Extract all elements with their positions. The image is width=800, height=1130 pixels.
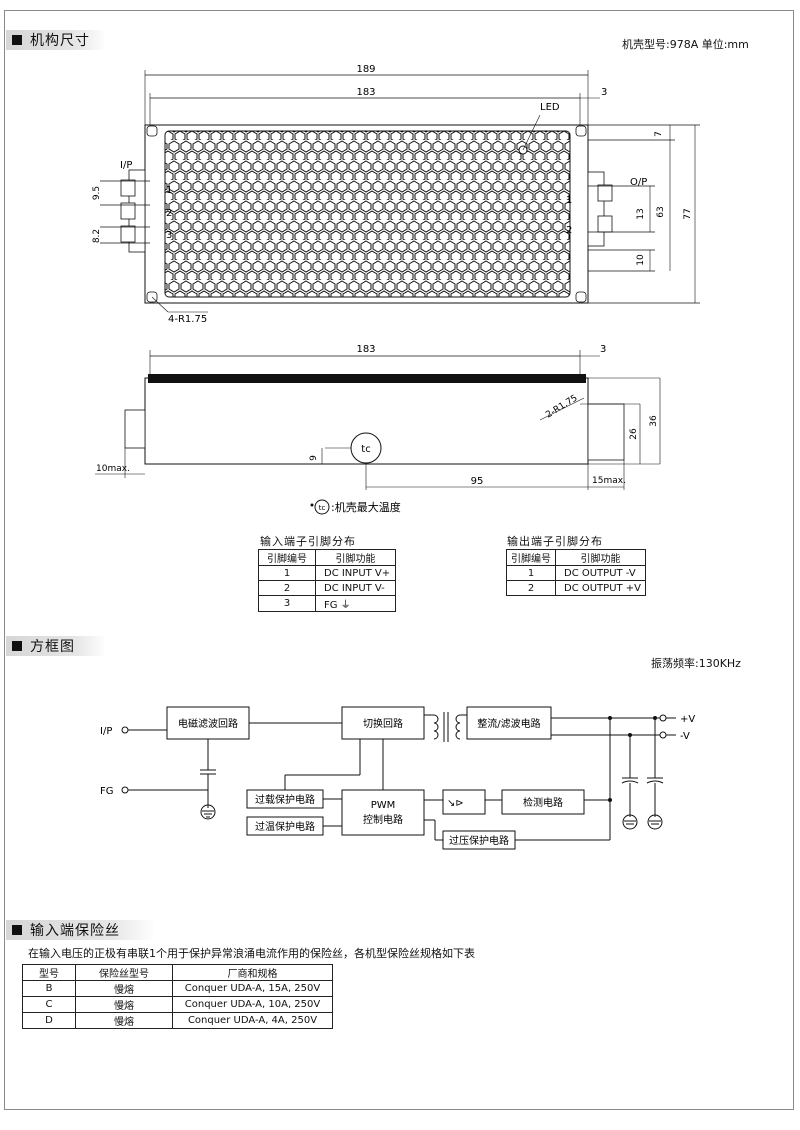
svg-text:切换回路: 切换回路 bbox=[363, 717, 403, 730]
input-table-title: 输入端子引脚分布 bbox=[260, 535, 356, 548]
pin1-label: 1 bbox=[166, 185, 172, 196]
fuse-note: 在输入电压的正极有串联1个用于保护异常浪涌电流作用的保险丝，各机型保险丝规格如下… bbox=[28, 947, 475, 960]
svg-text:控制电路: 控制电路 bbox=[363, 813, 403, 826]
dim-10-label: 10 bbox=[636, 254, 646, 266]
svg-text:检测电路: 检测电路 bbox=[523, 796, 563, 809]
block-fg-label: FG bbox=[100, 786, 114, 797]
svg-text:PWM: PWM bbox=[371, 800, 396, 811]
section-mechanical-title: 机构尺寸 bbox=[30, 33, 90, 49]
section-fuse-title: 输入端保险丝 bbox=[30, 923, 120, 939]
mounting-holes bbox=[146, 125, 587, 303]
output-table-title: 输出端子引脚分布 bbox=[507, 535, 603, 548]
op-label: O/P bbox=[630, 177, 647, 188]
ground-icon bbox=[200, 804, 216, 820]
hole-label: 4-R1.75 bbox=[168, 314, 207, 325]
dim-8-2-label: 8.2 bbox=[92, 229, 102, 243]
vminus-label: -V bbox=[680, 731, 690, 742]
section-mechanical-header: 机构尺寸 bbox=[6, 30, 106, 50]
square-bullet-icon bbox=[12, 925, 22, 935]
dim-26-label: 26 bbox=[629, 428, 639, 440]
vplus-label: +V bbox=[680, 714, 695, 725]
svg-text:过压保护电路: 过压保护电路 bbox=[449, 834, 509, 847]
pwm-box bbox=[341, 789, 425, 836]
section-fuse-header: 输入端保险丝 bbox=[6, 920, 156, 940]
dim-63-label: 63 bbox=[656, 206, 666, 217]
svg-text:电磁滤波回路: 电磁滤波回路 bbox=[178, 717, 238, 730]
pin3-label: 3 bbox=[166, 230, 172, 241]
svg-text:过温保护电路: 过温保护电路 bbox=[255, 820, 315, 833]
dim-77-label: 77 bbox=[683, 208, 693, 219]
rectifier-box bbox=[466, 706, 552, 740]
oscillation-frequency: 振荡频率:130KHz bbox=[651, 657, 741, 670]
switch-box bbox=[341, 706, 425, 740]
svg-text:整流/滤波电路: 整流/滤波电路 bbox=[477, 717, 540, 730]
tc-note-label: :机壳最大温度 bbox=[331, 500, 401, 514]
mechanical-drawing: 189 183 3 LED I/P 1 2 3 9.5 8.2 bbox=[92, 64, 700, 515]
emi-filter-box bbox=[166, 706, 250, 740]
dim-189-label: 189 bbox=[356, 64, 375, 75]
max10-label: 10max. bbox=[96, 464, 130, 474]
dim-9-5-label: 9.5 bbox=[92, 186, 102, 200]
block-diagram: 电磁滤波回路 切换回路 整流/滤波电路 过载保护电路 过温保护电路 PWM 控制… bbox=[100, 706, 695, 850]
dim-3-label: 3 bbox=[601, 87, 607, 98]
dim-95-label: 95 bbox=[471, 476, 484, 487]
tc-label: tc bbox=[361, 444, 370, 455]
pin2-label: 2 bbox=[166, 208, 172, 219]
cover-plate bbox=[148, 374, 586, 383]
square-bullet-icon bbox=[12, 35, 22, 45]
tc-note-icon bbox=[314, 499, 330, 515]
side-input-terminal bbox=[124, 409, 146, 449]
section-block-header: 方框图 bbox=[6, 636, 106, 656]
optocoupler-icon: ↘⊳ bbox=[447, 798, 464, 809]
case-info: 机壳型号:978A 单位:mm bbox=[622, 38, 749, 51]
detect-box bbox=[501, 789, 585, 815]
svg-text:tc: tc bbox=[319, 504, 326, 512]
opin1-label: 1 bbox=[566, 195, 572, 206]
ventilation-grille bbox=[164, 130, 571, 298]
max15-label: 15max. bbox=[592, 476, 626, 486]
dim-9-label: 9 bbox=[309, 455, 319, 461]
dim-183 bbox=[149, 93, 600, 125]
block-ip-label: I/P bbox=[100, 726, 112, 737]
dim-183-label: 183 bbox=[356, 87, 375, 98]
dim-13-label: 13 bbox=[636, 208, 646, 219]
optocoupler-box bbox=[442, 789, 486, 815]
svg-text:过载保护电路: 过载保护电路 bbox=[255, 793, 315, 806]
output-terminal-block bbox=[587, 124, 700, 304]
side-dim-183-label: 183 bbox=[356, 344, 375, 355]
transformer-icon bbox=[424, 712, 467, 742]
dim-7-label: 7 bbox=[654, 131, 664, 137]
dim-36-label: 36 bbox=[649, 415, 659, 427]
square-bullet-icon bbox=[12, 641, 22, 651]
side-output-terminal bbox=[587, 403, 625, 461]
opin2-label: 2 bbox=[566, 225, 572, 236]
ip-label: I/P bbox=[120, 160, 132, 171]
page-frame bbox=[4, 10, 794, 1110]
dim-189 bbox=[144, 70, 589, 125]
section-block-title: 方框图 bbox=[30, 639, 75, 655]
input-terminal-block bbox=[100, 169, 150, 253]
led-label: LED bbox=[540, 102, 560, 113]
side-dim-3-label: 3 bbox=[600, 344, 606, 355]
